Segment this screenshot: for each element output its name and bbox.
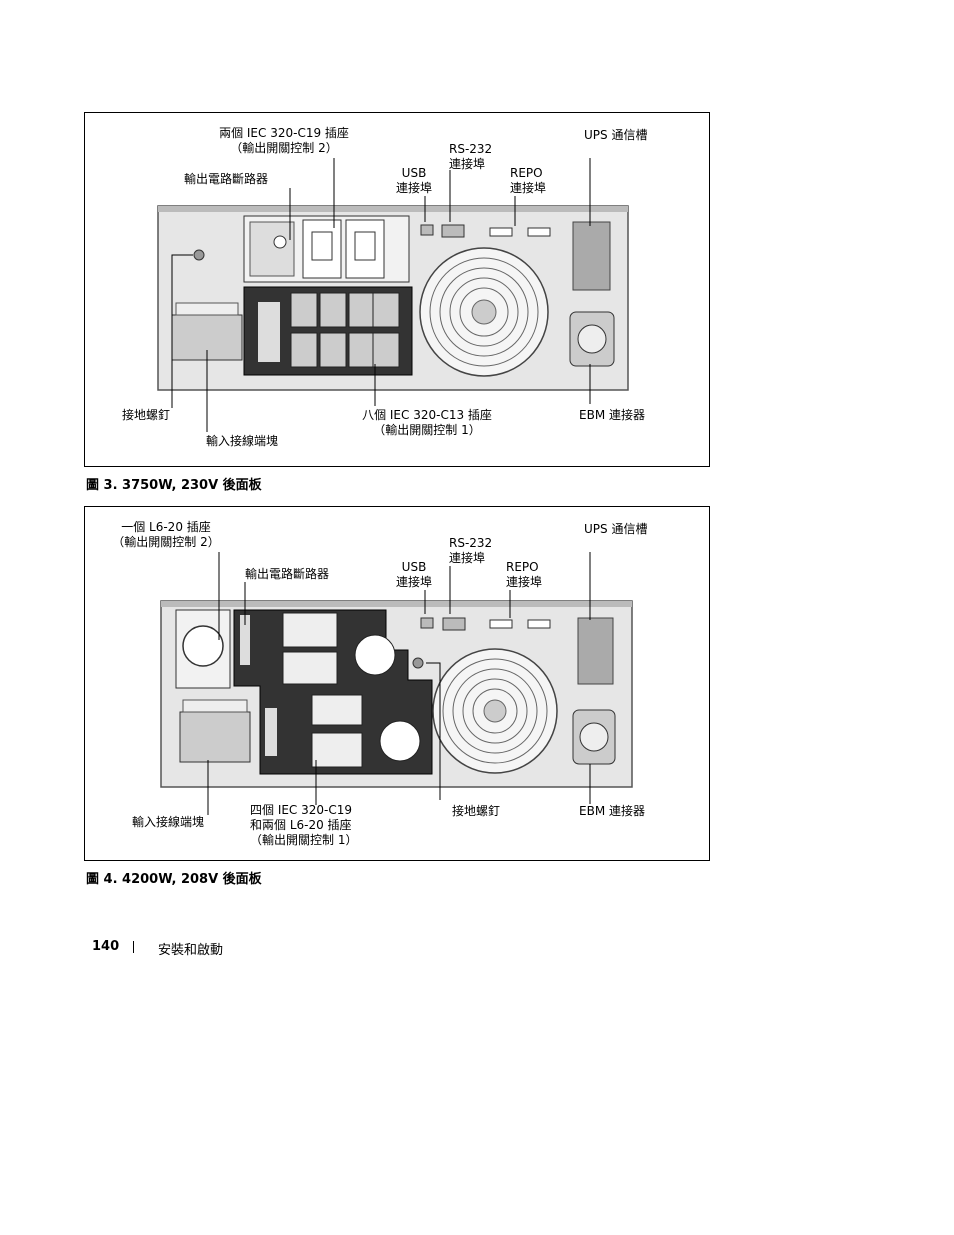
fig4-one-l620-line1: 一個 L6-20 插座	[121, 520, 211, 534]
fig3-repo-line2: 連接埠	[510, 181, 547, 195]
fig3-usb-line1: USB	[401, 166, 427, 180]
fig3-eight-c13-line2: （輸出開關控制 1）	[373, 423, 481, 437]
fig3-ebm-label: EBM 連接器	[579, 408, 645, 422]
fig3-dual-c19-line2: （輸出開關控制 2）	[230, 141, 338, 155]
page-footer: 140	[92, 939, 119, 954]
fig3-ground-screw-label: 接地螺釘	[122, 408, 171, 422]
fig4-usb-line1: USB	[401, 560, 427, 574]
fig4-rs232-line1: RS-232	[449, 536, 493, 550]
fig4-input-terminal-label: 輸入接線端塊	[132, 815, 205, 829]
fig4-one-l620-line2: （輸出開關控制 2）	[112, 535, 220, 549]
fig3-usb-label: USB 連接埠	[384, 166, 444, 196]
fig3-input-terminal-label: 輸入接線端塊	[206, 434, 279, 448]
page-number: 140	[92, 939, 120, 954]
fig3-dual-c19-line1: 兩個 IEC 320-C19 插座	[219, 126, 349, 140]
footer-section-title: 安裝和啟動	[158, 943, 224, 958]
fig4-rs232-label: RS-232 連接埠	[449, 536, 492, 566]
footer-separator	[133, 941, 134, 953]
fig4-four-c19-label: 四個 IEC 320-C19 和兩個 L6-20 插座 （輸出開關控制 1）	[250, 803, 357, 848]
fig3-dual-c19-label: 兩個 IEC 320-C19 插座 （輸出開關控制 2）	[214, 126, 354, 156]
fig4-ups-slot-label: UPS 通信槽	[584, 522, 648, 536]
fig4-ground-screw-label: 接地螺釘	[452, 804, 501, 818]
fig3-rs232-line2: 連接埠	[449, 157, 486, 171]
fig4-four-c19-line3: （輸出開關控制 1）	[250, 833, 358, 847]
fig3-ups-slot-label: UPS 通信槽	[584, 128, 648, 142]
fig4-rs232-line2: 連接埠	[449, 551, 486, 565]
fig4-four-c19-line2: 和兩個 L6-20 插座	[250, 818, 352, 832]
fig4-repo-label: REPO 連接埠	[506, 560, 542, 590]
fig4-four-c19-line1: 四個 IEC 320-C19	[250, 803, 353, 817]
fig3-usb-line2: 連接埠	[395, 181, 432, 195]
fig3-breaker-label: 輸出電路斷路器	[184, 172, 269, 186]
figure-3-caption: 圖 3. 3750W, 230V 後面板	[86, 478, 262, 493]
fig4-breaker-label: 輸出電路斷路器	[245, 567, 330, 581]
fig3-repo-label: REPO 連接埠	[510, 166, 546, 196]
fig4-ebm-label: EBM 連接器	[579, 804, 645, 818]
fig4-repo-line2: 連接埠	[506, 575, 543, 589]
fig4-usb-label: USB 連接埠	[384, 560, 444, 590]
fig3-eight-c13-label: 八個 IEC 320-C13 插座 （輸出開關控制 1）	[362, 408, 492, 438]
figure-4-caption: 圖 4. 4200W, 208V 後面板	[86, 872, 262, 887]
fig3-rs232-line1: RS-232	[449, 142, 493, 156]
fig4-repo-line1: REPO	[506, 560, 539, 574]
fig4-one-l620-label: 一個 L6-20 插座 （輸出開關控制 2）	[106, 520, 226, 550]
fig3-repo-line1: REPO	[510, 166, 543, 180]
fig3-rs232-label: RS-232 連接埠	[449, 142, 492, 172]
fig4-usb-line2: 連接埠	[395, 575, 432, 589]
fig3-eight-c13-line1: 八個 IEC 320-C13 插座	[362, 408, 492, 422]
